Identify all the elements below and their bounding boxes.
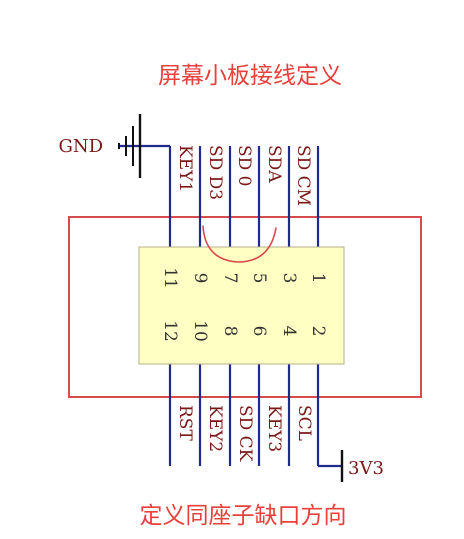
ground-icon (118, 114, 170, 178)
signal-top-key1: KEY1 (175, 145, 195, 192)
connector-body (138, 246, 345, 365)
connector-outline (68, 216, 422, 398)
footer-note: 定义同座子缺口方向 (140, 503, 347, 529)
pin-number-11: 11 (160, 267, 180, 289)
pin-number-5: 5 (249, 273, 269, 284)
pin-number-2: 2 (308, 326, 328, 337)
pin-number-1: 1 (308, 273, 328, 284)
signal-bottom-scl: SCL (294, 405, 314, 441)
pin-number-9: 9 (190, 273, 210, 284)
pin-number-4: 4 (279, 326, 299, 337)
gnd-label: GND (58, 136, 103, 157)
signal-top-sd-cm: SD CM (293, 145, 313, 206)
pin-number-8: 8 (220, 326, 240, 337)
power-3v3-icon (318, 450, 344, 482)
signal-top-sd-0: SD 0 (234, 145, 254, 187)
signal-top-sda: SDA (264, 145, 284, 183)
pin-number-7: 7 (220, 273, 240, 284)
notch-marker-arc (202, 225, 277, 263)
pin-wires (168, 146, 320, 466)
signal-bottom-rst: RST (175, 405, 195, 441)
page-title: 屏幕小板接线定义 (158, 63, 342, 89)
signal-bottom-key3: KEY3 (264, 405, 284, 452)
pin-number-3: 3 (279, 273, 299, 284)
signal-labels: KEY1 SD D3 SD 0 SDA SD CM RST KEY2 SD CK KEY3 SCL (175, 145, 314, 462)
pin-number-12: 12 (160, 320, 180, 342)
pin-number-10: 10 (190, 320, 210, 342)
vcc-label: 3V3 (348, 458, 384, 479)
signal-bottom-sd-ck: SD CK (235, 405, 255, 462)
signal-bottom-key2: KEY2 (205, 405, 225, 452)
pin-number-6: 6 (249, 326, 269, 337)
signal-top-sd-d3: SD D3 (205, 145, 225, 200)
